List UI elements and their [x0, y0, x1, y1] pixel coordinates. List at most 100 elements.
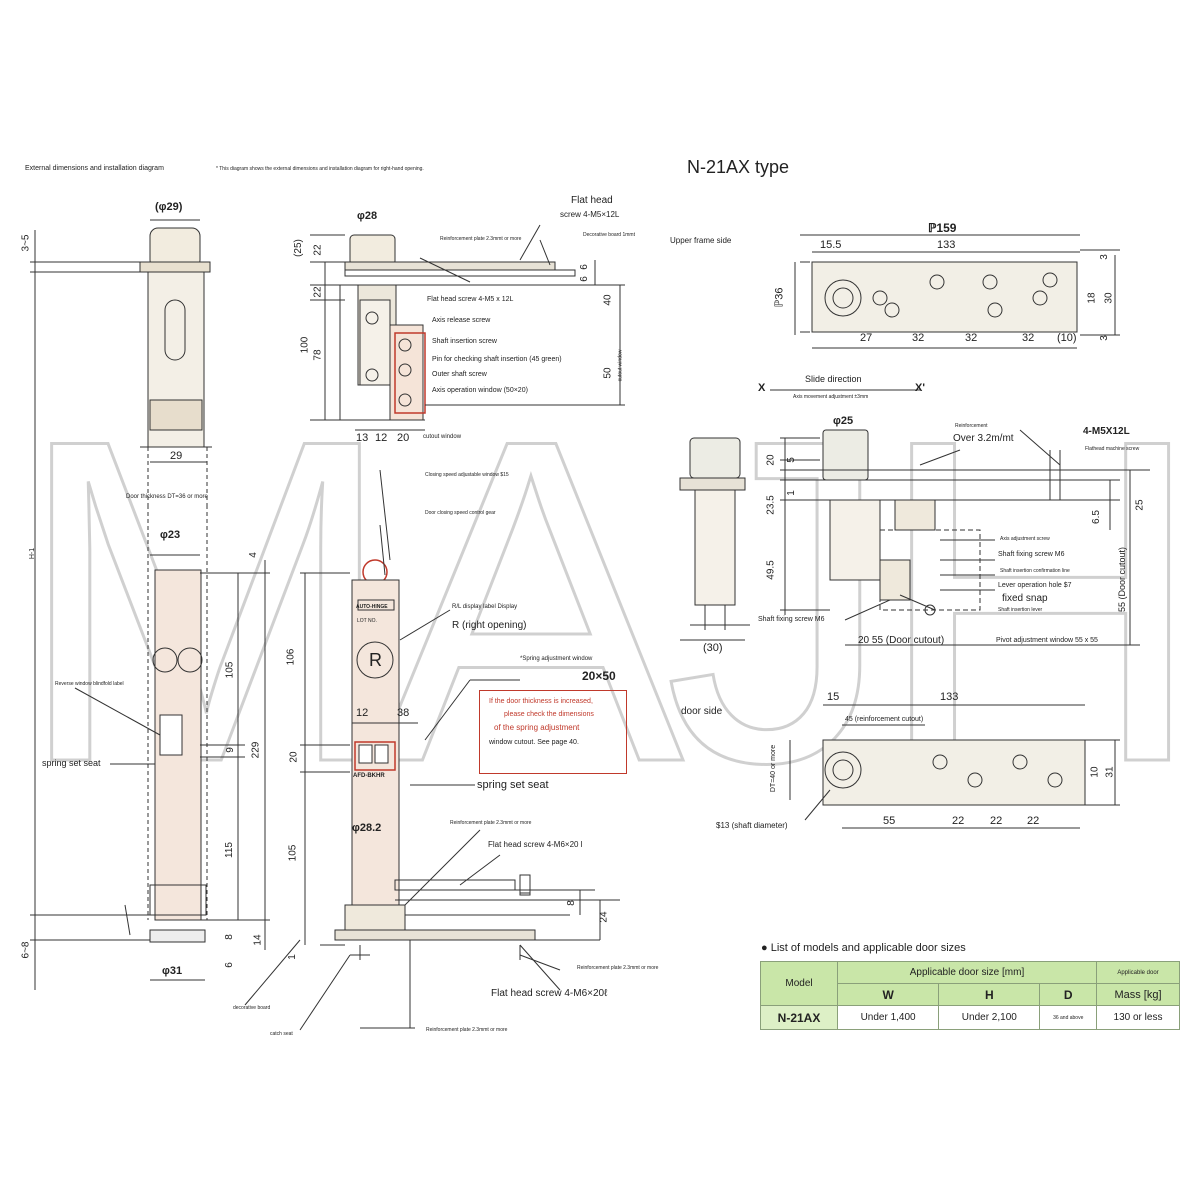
plate-bottom-27: 27	[860, 332, 873, 344]
over-3-2-label: Over 3.2m/mt	[953, 433, 1014, 444]
left-spring-set-seat: spring set seat	[42, 758, 101, 768]
catch-seat-label: catch seat	[270, 1031, 293, 1037]
model-plate-label: AFD-BKHR	[353, 773, 385, 779]
top-dim-25: (25)	[292, 239, 304, 257]
axis-operation-window: Axis operation window (50×20)	[432, 387, 528, 394]
side-dim-6-5: 6.5	[1090, 510, 1102, 524]
flathead-machine-screw: Flathead machine screw	[1085, 446, 1140, 452]
shaft-insertion-lever: Shaft insertion lever	[998, 607, 1043, 613]
front-dim-38: 38	[397, 707, 410, 719]
flat-head-m6-2: Flat head screw 4-M6×20ℓ	[491, 988, 608, 999]
plate-dim-3b: 3	[1098, 335, 1110, 341]
note-line-3: of the spring adjustment	[494, 723, 580, 732]
note-line-2: please check the dimensions	[504, 711, 594, 718]
door-thickness-label: Door thickness DT=36 or more	[126, 494, 208, 500]
left-dim-229: 229	[250, 741, 262, 759]
dim-20x50: 20×50	[582, 669, 616, 683]
top-dim-100: 100	[299, 336, 311, 354]
h-label: H-1	[29, 547, 37, 560]
axis-adjustment-screw: Axis adjustment screw	[1000, 536, 1050, 542]
th-h: H	[938, 983, 1041, 1006]
auto-hinge-label: AUTO-HINGE	[356, 604, 388, 610]
left-phi23: φ23	[160, 529, 181, 541]
pin-check-label: Pin for checking shaft insertion (45 gre…	[432, 356, 562, 363]
door-plate-bottom-22b: 22	[990, 815, 1003, 827]
left-dim-6-8: 6~8	[20, 941, 32, 959]
door-plate	[822, 739, 1086, 806]
plate-bottom-10: (10)	[1057, 332, 1077, 344]
reinforcement-cutout: 45 (reinforcement cutout)	[845, 716, 924, 723]
th-mass-a: Applicable door	[1096, 961, 1180, 984]
reinforcement-plate-3: Reinforcement plate 2.3mmt or more	[426, 1027, 508, 1033]
door-plate-dim-15: 15	[827, 691, 840, 703]
top-dim-50: 50	[602, 367, 614, 379]
closing-speed-window: Closing speed adjustable window $15	[425, 472, 509, 478]
top-dim-40: 40	[602, 294, 614, 306]
left-phi29: (φ29)	[155, 201, 183, 213]
left-dim-3-5: 3~5	[20, 234, 32, 252]
door-plate-dim-133: 133	[940, 691, 959, 703]
rl-display-label: R/L display label Display	[452, 604, 518, 610]
flat-head-m6-1: Flat head screw 4-M6×20 l	[488, 840, 583, 849]
side-dim-5: 5	[785, 457, 797, 463]
cell-w: Under 1,400	[836, 1005, 940, 1030]
left-dim-115: 115	[223, 842, 235, 858]
flat-head-screw-2: Flat head screw 4-M5 x 12L	[427, 296, 514, 303]
top-dim-6a: 6	[578, 264, 590, 270]
plate-bottom-32c: 32	[1022, 332, 1035, 344]
top-dim-13: 13	[356, 432, 369, 444]
plate-dim-36: ℙ36	[773, 287, 786, 308]
x-label: X	[758, 382, 766, 394]
door-plate-dim-31: 31	[1104, 766, 1116, 778]
lever-operation-hole: Lever operation hole $7	[998, 582, 1072, 589]
front-dim-1: 1	[286, 954, 298, 960]
side-dim-20: 20	[765, 454, 777, 466]
table-row: N-21AX Under 1,400 Under 2,100 36 and ab…	[760, 1005, 1180, 1030]
flat-head-label: Flat head	[571, 195, 613, 206]
door-plate-bottom-22c: 22	[1027, 815, 1040, 827]
cell-mass: 130 or less	[1096, 1005, 1180, 1030]
top-dim-6b: 6	[578, 276, 590, 282]
m5x12l-label: 4-M5X12L	[1083, 426, 1130, 437]
front-spring-set-seat: spring set seat	[477, 779, 549, 791]
side-dim-30: (30)	[703, 642, 723, 654]
front-dim-106: 106	[285, 648, 297, 666]
left-dim-9: 9	[224, 747, 236, 753]
door-plate-dim-10: 10	[1089, 766, 1101, 778]
side-phi25: φ25	[833, 415, 854, 427]
reinforcement-plate-1: Reinforcement plate 2.3mmt or more	[450, 820, 532, 826]
side-dim-25: 25	[1134, 499, 1146, 511]
th-door-size: Applicable door size [mm]	[837, 961, 1097, 984]
plate-dim-133: 133	[937, 239, 956, 251]
top-cap	[349, 234, 396, 266]
outer-shaft-screw: Outer shaft screw	[432, 371, 487, 378]
th-w: W	[836, 983, 940, 1006]
th-model: Model	[760, 961, 838, 1006]
door-thickness-note	[479, 690, 627, 774]
top-dim-22a: 22	[312, 244, 324, 256]
model-list-title: ● List of models and applicable door siz…	[761, 942, 966, 954]
spring-adjustment-window: *Spring adjustment window	[520, 656, 593, 662]
th-mass-b: Mass [kg]	[1096, 983, 1180, 1006]
pivot-adjustment-window: Pivot adjustment window 55 x 55	[996, 637, 1098, 644]
left-dim-105: 105	[224, 661, 236, 679]
cell-h: Under 2,100	[938, 1005, 1041, 1030]
reverse-window-label: Reverse window blindfold label	[55, 681, 124, 687]
upper-plate	[811, 261, 1078, 333]
front-phi28-2: φ28.2	[352, 822, 382, 834]
model-list-title-text: List of models and applicable door sizes	[770, 942, 966, 954]
left-phi31: φ31	[162, 965, 183, 977]
left-dim-4: 4	[247, 552, 259, 558]
cell-d: 36 and above	[1039, 1005, 1097, 1030]
upper-frame-side: Upper frame side	[670, 236, 732, 245]
top-dim-20: 20	[397, 432, 410, 444]
top-dim-78: 78	[312, 349, 324, 361]
plate-bottom-32b: 32	[965, 332, 978, 344]
section-title: External dimensions and installation dia…	[25, 165, 164, 172]
axis-release-screw: Axis release screw	[432, 317, 491, 324]
shaft-confirmation-line: Shaft insertion confirmation line	[1000, 568, 1070, 574]
decorative-board-top: Decorative board 1mmt	[583, 232, 635, 238]
r-letter: R	[369, 650, 382, 670]
side-dim-49-5: 49.5	[765, 560, 777, 580]
note-line-4: window cutout. See page 40.	[489, 739, 579, 746]
